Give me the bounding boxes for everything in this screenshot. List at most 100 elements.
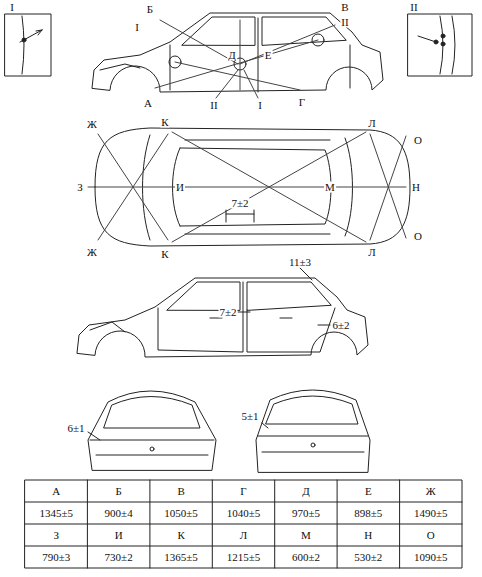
callout-letter: II xyxy=(209,100,218,111)
table-cell: 1090±5 xyxy=(413,552,449,563)
table-cell: 1040±5 xyxy=(226,508,262,519)
table-cell: Б xyxy=(114,486,122,497)
dimension-table xyxy=(25,480,462,568)
drawing-stroke xyxy=(22,16,24,74)
dimension: 7±2 xyxy=(230,198,249,209)
table-cell: 1365±5 xyxy=(163,552,199,563)
drawing-stroke xyxy=(92,13,383,92)
callout-letter: М xyxy=(324,182,336,193)
drawing-stroke xyxy=(210,318,292,319)
drawing-stroke xyxy=(77,278,368,357)
callout-letter: З xyxy=(76,182,84,193)
table-cell: Н xyxy=(363,530,373,541)
table-cell: М xyxy=(300,530,312,541)
callout-letter: Л xyxy=(367,118,376,129)
table-cell: Л xyxy=(239,530,248,541)
callout-letter: Ж xyxy=(86,247,98,258)
callout-letter: Л xyxy=(367,247,376,258)
body-side-view-assembled xyxy=(77,268,368,357)
drawing-stroke xyxy=(182,17,255,45)
table-cell: 898±5 xyxy=(353,508,383,519)
drawing-stroke xyxy=(158,282,335,352)
drawing-stroke xyxy=(88,391,216,470)
drawing-stroke xyxy=(262,17,346,45)
drawing-stroke xyxy=(418,36,436,42)
drawing-stroke xyxy=(88,432,100,440)
drawing-stroke xyxy=(90,440,214,455)
rear-views xyxy=(88,390,370,472)
drawing-stroke xyxy=(408,14,472,76)
table-cell: 1215±5 xyxy=(226,552,262,563)
table-cell: Ж xyxy=(425,486,437,497)
callout-letter: Б xyxy=(146,4,154,15)
drawing-stroke xyxy=(160,20,238,64)
body-plan-view xyxy=(88,128,410,246)
table-cell: 1345±5 xyxy=(38,508,74,519)
table-cell: О xyxy=(426,530,436,541)
callout-letter: О xyxy=(413,231,423,242)
callout-letter: II xyxy=(409,2,418,13)
callout-letter: И xyxy=(175,182,185,193)
dimension: 11±3 xyxy=(288,257,312,268)
table-cell: 1490±5 xyxy=(413,508,449,519)
dimension: 6±2 xyxy=(331,320,350,331)
table-cell: Г xyxy=(239,486,247,497)
table-cell: 600±2 xyxy=(291,552,321,563)
drawing-stroke xyxy=(20,30,42,42)
drawing-stroke xyxy=(441,34,445,38)
callout-letter: Г xyxy=(298,97,306,108)
callout-letter: I xyxy=(9,2,15,13)
drawing-stroke xyxy=(240,25,335,64)
callout-letter: II xyxy=(340,17,349,28)
drawing-stroke xyxy=(175,62,300,90)
drawing-stroke xyxy=(25,480,462,568)
table-cell: И xyxy=(114,530,124,541)
callout-letter: I xyxy=(134,22,140,33)
table-cell: 970±5 xyxy=(291,508,321,519)
drawing-stroke xyxy=(441,42,445,46)
drawing-stroke xyxy=(5,14,51,76)
table-cell: К xyxy=(176,530,185,541)
callout-letter: К xyxy=(160,249,169,260)
inset-detail-one xyxy=(5,14,51,76)
drawing-stroke xyxy=(240,20,241,90)
drawing-stroke xyxy=(258,436,368,452)
drawing-stroke xyxy=(104,397,200,429)
dimension: 7±2 xyxy=(218,307,237,318)
drawing-stroke xyxy=(100,64,140,70)
callout-letter: А xyxy=(143,98,153,109)
drawing-stroke xyxy=(88,187,406,188)
drawing-stroke xyxy=(25,502,462,546)
dimension: 6±1 xyxy=(66,423,85,434)
drawing-stroke xyxy=(226,210,254,222)
drawing-stroke xyxy=(155,40,318,88)
table-cell: 1050±5 xyxy=(163,508,199,519)
drawing-stroke xyxy=(247,282,331,310)
dimension: 5±1 xyxy=(240,411,259,422)
table-cell: Д xyxy=(301,486,311,497)
drawing-stroke xyxy=(216,70,258,98)
inset-detail-two xyxy=(408,14,472,76)
callout-letter: К xyxy=(160,117,169,128)
callout-letter: О xyxy=(413,135,423,146)
drawing-stroke xyxy=(262,423,268,428)
body-side-view xyxy=(92,13,383,98)
callout-letter: Е xyxy=(264,50,273,61)
table-cell: В xyxy=(176,486,185,497)
table-cell: 530±2 xyxy=(353,552,383,563)
table-cell: 730±2 xyxy=(104,552,134,563)
table-cell: З xyxy=(52,530,60,541)
drawing-stroke xyxy=(170,18,350,92)
callout-letter: Ж xyxy=(86,119,98,130)
drawing-stroke xyxy=(87,480,399,568)
drawing-stroke xyxy=(311,443,315,447)
table-cell: 790±3 xyxy=(41,552,71,563)
drawing-stroke xyxy=(36,30,42,35)
drawing-stroke xyxy=(256,390,370,472)
callout-letter: Д xyxy=(227,50,237,61)
drawing-stroke xyxy=(90,322,125,332)
table-cell: 900±4 xyxy=(104,508,134,519)
callout-letter: Н xyxy=(411,182,421,193)
drawing-stroke xyxy=(452,16,455,74)
